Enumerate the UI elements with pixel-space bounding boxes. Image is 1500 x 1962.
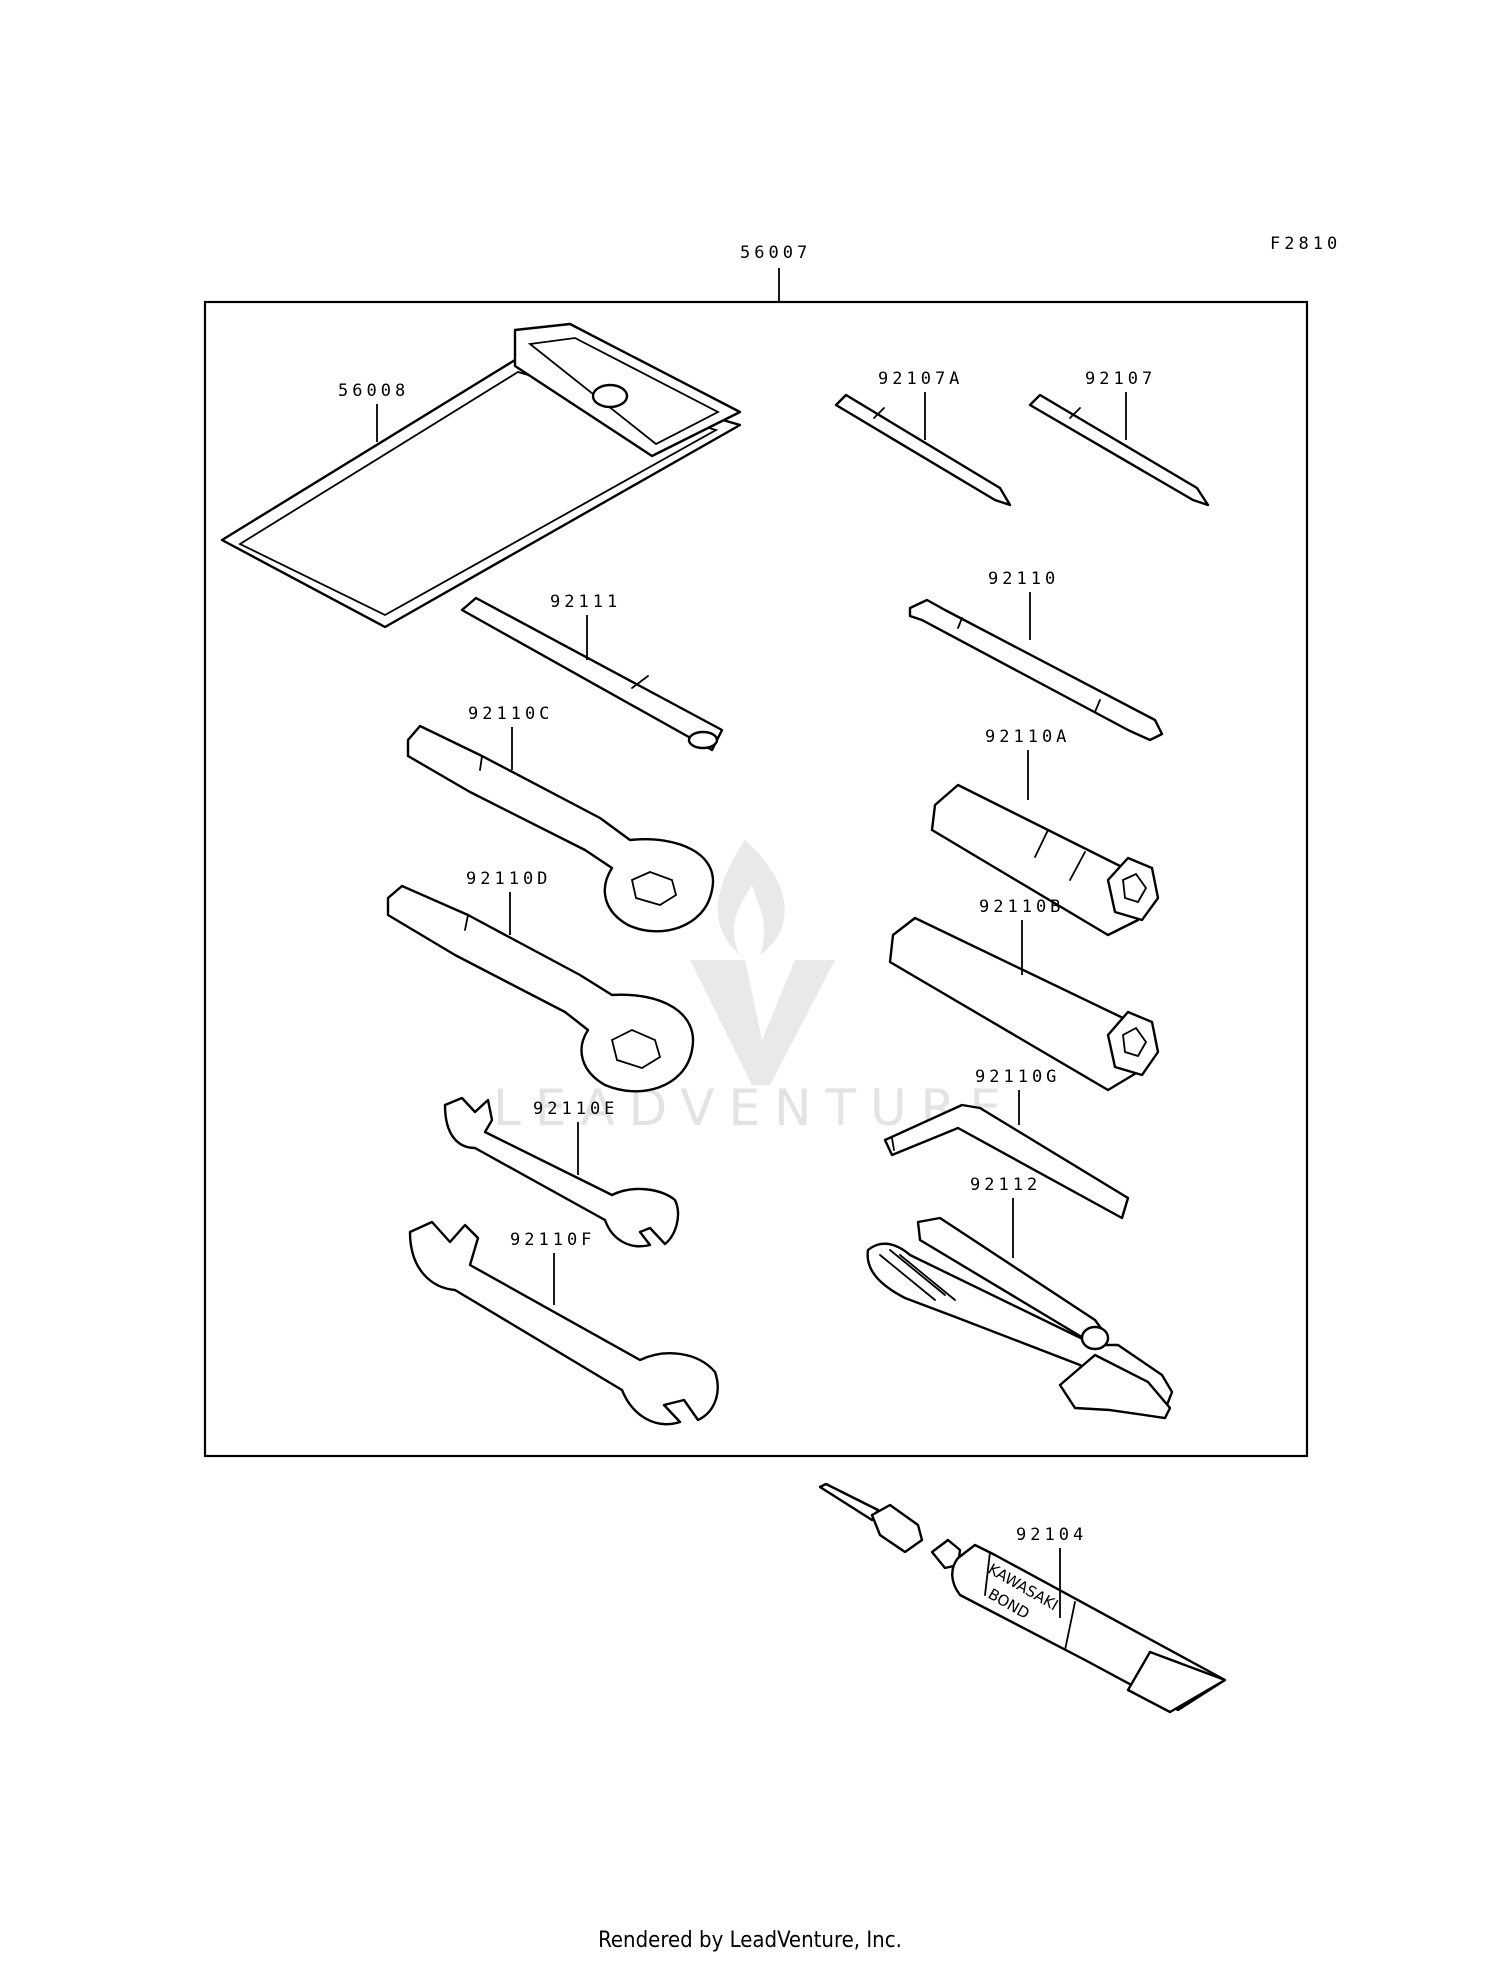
assembly-frame xyxy=(203,300,1309,1458)
screwdriver-bit-icon xyxy=(834,393,1012,507)
part-label-92107A: 92107A xyxy=(878,369,963,389)
leadventure-logo-icon xyxy=(690,840,835,1085)
part-label-92110E: 92110E xyxy=(533,1099,618,1119)
part-label-92110A: 92110A xyxy=(985,727,1070,747)
hex-key-icon xyxy=(883,1103,1130,1220)
box-socket-icon xyxy=(930,783,1160,937)
assembly-part-number: 56007 xyxy=(740,243,811,263)
diagram-code: F2810 xyxy=(1270,234,1341,254)
handle-bar-icon xyxy=(460,596,724,752)
ring-wrench-icon xyxy=(406,724,715,933)
part-label-56008: 56008 xyxy=(338,381,409,401)
part-label-92110B: 92110B xyxy=(979,897,1064,917)
open-end-wrench-icon xyxy=(408,1220,719,1426)
part-label-92110: 92110 xyxy=(988,569,1059,589)
pliers-icon xyxy=(866,1216,1174,1420)
part-label-92104: 92104 xyxy=(1016,1525,1087,1545)
ring-wrench-icon xyxy=(386,884,695,1093)
part-label-92110G: 92110G xyxy=(975,1067,1060,1087)
bond-tube-icon: KAWASAKI BOND xyxy=(818,1482,1227,1714)
footer-credit: Rendered by LeadVenture, Inc. xyxy=(598,1928,902,1953)
part-label-92110D: 92110D xyxy=(466,869,551,889)
open-end-wrench-icon xyxy=(443,1096,680,1248)
part-label-92112: 92112 xyxy=(970,1175,1041,1195)
spoke-wrench-icon xyxy=(908,598,1164,742)
part-label-92107: 92107 xyxy=(1085,369,1156,389)
tool-pouch-icon xyxy=(220,322,742,629)
screwdriver-bit-icon xyxy=(1028,393,1210,507)
part-label-92110C: 92110C xyxy=(468,704,553,724)
box-socket-icon xyxy=(888,916,1160,1092)
part-label-92110F: 92110F xyxy=(510,1230,595,1250)
part-label-92111: 92111 xyxy=(550,592,621,612)
